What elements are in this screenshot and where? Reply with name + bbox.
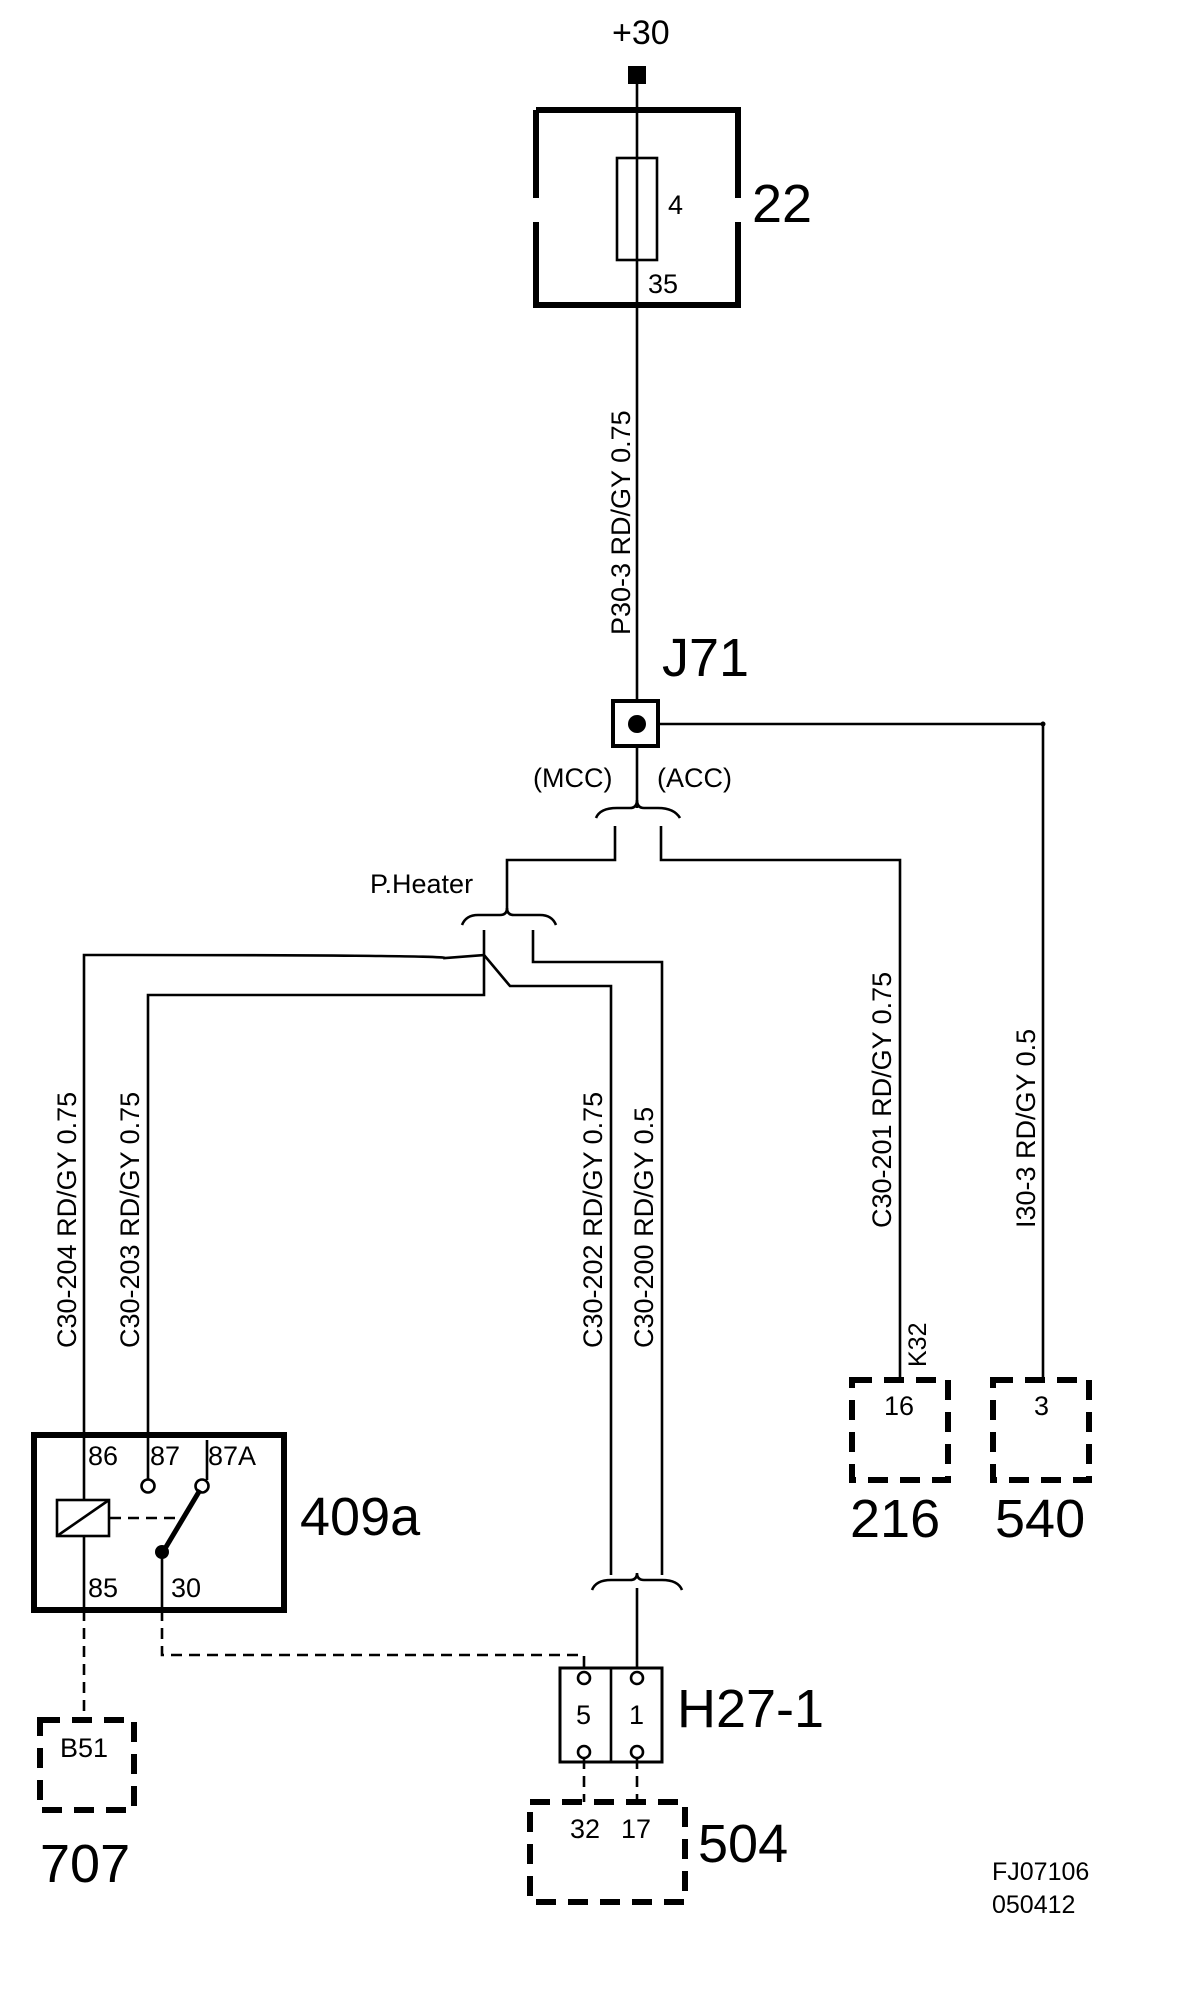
label-acc: (ACC): [657, 763, 732, 793]
connector-540: [990, 1377, 1092, 1483]
connector-504: [527, 1799, 688, 1905]
fuse-pin: 35: [648, 269, 678, 299]
h27-pin-5: 5: [576, 1700, 591, 1730]
connector-504-pin-32: 32: [570, 1814, 600, 1844]
relay-id: 409a: [300, 1487, 421, 1547]
label-p-heater: P.Heater: [370, 869, 473, 899]
relay-pin-87a: 87A: [208, 1441, 256, 1471]
connector-216-id: 216: [850, 1489, 940, 1549]
connector-707-pin: B51: [60, 1733, 108, 1763]
relay-pin-86: 86: [88, 1441, 118, 1471]
supply-label: +30: [612, 14, 670, 52]
wire-label-c30-201: C30-201 RD/GY 0.75: [867, 972, 897, 1228]
supply-terminal: [628, 66, 646, 84]
connector-216-pin: 16: [884, 1391, 914, 1421]
connector-504-pin-17: 17: [621, 1814, 651, 1844]
connector-540-id: 540: [995, 1489, 1085, 1549]
diagram-date: 050412: [992, 1891, 1075, 1919]
connector-216: [849, 1377, 951, 1483]
diagram-code: FJ07106: [992, 1858, 1089, 1886]
relay-switch: [160, 1488, 203, 1554]
connector-504-id: 504: [698, 1814, 788, 1874]
fuse-number: 4: [668, 190, 683, 220]
h27-id: H27-1: [677, 1679, 824, 1739]
relay-pin-85: 85: [88, 1573, 118, 1603]
connector-707: [37, 1717, 137, 1813]
junction-node: [628, 715, 646, 733]
wire-label-i30-3: I30-3 RD/GY 0.5: [1011, 1029, 1041, 1228]
wire-label-c30-204: C30-204 RD/GY 0.75: [52, 1092, 82, 1348]
junction-id: J71: [662, 628, 749, 688]
relay-409a: [31, 1432, 287, 1613]
fuse-box-22: [533, 107, 741, 308]
connector-216-tag: K32: [904, 1323, 932, 1367]
connector-540-pin: 3: [1034, 1391, 1049, 1421]
wire-label-c30-203: C30-203 RD/GY 0.75: [115, 1092, 145, 1348]
wire-label-c30-200: C30-200 RD/GY 0.5: [629, 1107, 659, 1348]
connector-707-id: 707: [40, 1834, 130, 1894]
relay-pin-30: 30: [171, 1573, 201, 1603]
relay-pin-87: 87: [150, 1441, 180, 1471]
label-mcc: (MCC): [533, 763, 612, 793]
fuse-box-id: 22: [752, 174, 812, 234]
h27-pin-1: 1: [629, 1700, 644, 1730]
wire-label-c30-202: C30-202 RD/GY 0.75: [578, 1092, 608, 1348]
wire-label-p30-3: P30-3 RD/GY 0.75: [606, 410, 636, 635]
